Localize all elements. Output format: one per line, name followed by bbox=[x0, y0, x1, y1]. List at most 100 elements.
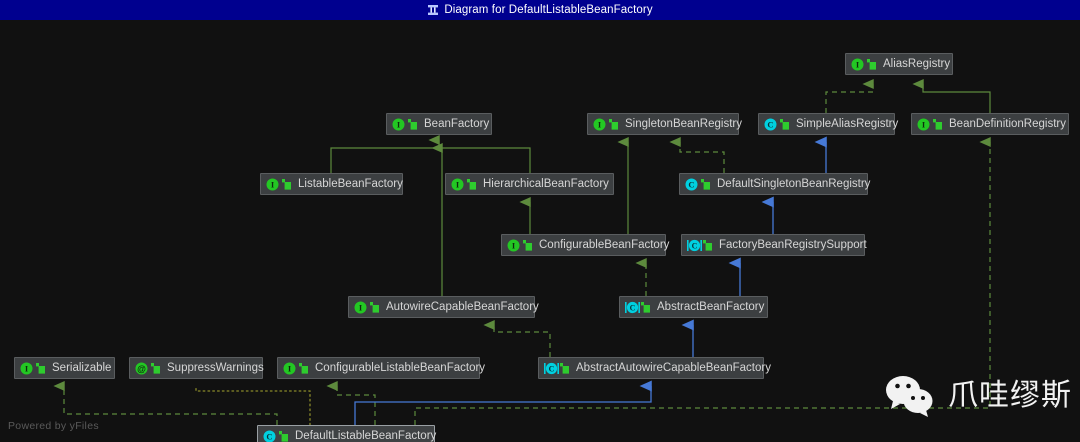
interface-icon: I bbox=[851, 58, 864, 71]
svg-text:I: I bbox=[271, 179, 275, 189]
edge-dlbf-to-beandefregistry bbox=[414, 136, 991, 425]
class-icon: C bbox=[764, 118, 777, 131]
svg-text:C: C bbox=[549, 364, 555, 373]
class-node-label: ConfigurableListableBeanFactory bbox=[315, 362, 486, 374]
node-icons: I bbox=[266, 178, 292, 191]
node-icons: I bbox=[20, 362, 46, 375]
public-visibility-icon bbox=[641, 301, 651, 313]
node-icons: @ bbox=[135, 362, 161, 375]
class-node-label: BeanDefinitionRegistry bbox=[949, 118, 1066, 130]
public-visibility-icon bbox=[867, 58, 877, 70]
node-icons: I bbox=[392, 118, 418, 131]
svg-text:C: C bbox=[630, 303, 636, 312]
node-icons: I bbox=[354, 301, 380, 314]
svg-text:C: C bbox=[266, 431, 272, 441]
node-icons: C bbox=[764, 118, 790, 131]
public-visibility-icon bbox=[560, 362, 570, 374]
class-node-beanDefinitionRegistry[interactable]: I BeanDefinitionRegistry bbox=[911, 113, 1069, 135]
class-node-listableBeanFactory[interactable]: I ListableBeanFactory bbox=[260, 173, 403, 195]
class-node-label: Serializable bbox=[52, 362, 112, 374]
svg-text:@: @ bbox=[137, 363, 146, 373]
class-node-serializable[interactable]: I Serializable bbox=[14, 357, 115, 379]
window-titlebar: Diagram for DefaultListableBeanFactory bbox=[0, 0, 1080, 20]
public-visibility-icon bbox=[408, 118, 418, 130]
node-icons: I bbox=[593, 118, 619, 131]
public-visibility-icon bbox=[701, 178, 711, 190]
window-title: Diagram for DefaultListableBeanFactory bbox=[444, 4, 653, 16]
node-icons: I bbox=[451, 178, 477, 191]
svg-text:C: C bbox=[688, 179, 694, 189]
class-node-label: BeanFactory bbox=[424, 118, 490, 130]
svg-text:I: I bbox=[25, 363, 29, 373]
interface-icon: I bbox=[266, 178, 279, 191]
class-node-label: ConfigurableBeanFactory bbox=[539, 239, 670, 251]
node-icons: C bbox=[625, 301, 651, 314]
svg-text:C: C bbox=[692, 241, 698, 250]
node-icons: I bbox=[851, 58, 877, 71]
class-node-label: AbstractBeanFactory bbox=[657, 301, 765, 313]
diagram-icon bbox=[427, 4, 439, 16]
node-icons: I bbox=[283, 362, 309, 375]
abstract-class-icon: C bbox=[625, 301, 640, 314]
class-node-autowireCapableBeanFactory[interactable]: I AutowireCapableBeanFactory bbox=[348, 296, 539, 318]
public-visibility-icon bbox=[279, 430, 289, 442]
public-visibility-icon bbox=[36, 362, 46, 374]
node-icons: C bbox=[685, 178, 711, 191]
edge-beandefregistry-to-aliasregistry bbox=[912, 78, 991, 113]
class-node-defaultSingletonBeanRegistry[interactable]: C DefaultSingletonBeanRegistry bbox=[679, 173, 871, 195]
edge-listable-to-beanfactory bbox=[330, 134, 440, 173]
svg-text:I: I bbox=[397, 119, 401, 129]
class-node-simpleAliasRegistry[interactable]: C SimpleAliasRegistry bbox=[758, 113, 899, 135]
class-node-label: ListableBeanFactory bbox=[298, 178, 403, 190]
class-node-configurableListableBeanFactory[interactable]: I ConfigurableListableBeanFactory bbox=[277, 357, 485, 379]
public-visibility-icon bbox=[282, 178, 292, 190]
node-icons: C bbox=[544, 362, 570, 375]
edge-dlbf-to-configurablelistable bbox=[326, 380, 376, 425]
edge-group-extends-interface bbox=[330, 78, 991, 296]
abstract-class-icon: C bbox=[687, 239, 702, 252]
interface-icon: I bbox=[392, 118, 405, 131]
class-node-label: DefaultListableBeanFactory bbox=[295, 430, 437, 442]
abstract-class-icon: C bbox=[544, 362, 559, 375]
edge-group-implements bbox=[53, 78, 991, 425]
powered-by-label: Powered by yFiles bbox=[8, 420, 99, 432]
edge-group-extends-class bbox=[354, 136, 827, 425]
public-visibility-icon bbox=[370, 301, 380, 313]
class-node-abstractBeanFactory[interactable]: C AbstractBeanFactory bbox=[619, 296, 768, 318]
svg-text:I: I bbox=[598, 119, 602, 129]
edge-hierarchical-to-beanfactory bbox=[439, 147, 531, 173]
class-node-defaultListableBeanFactory[interactable]: C DefaultListableBeanFactory bbox=[257, 425, 437, 442]
class-node-beanFactory[interactable]: I BeanFactory bbox=[386, 113, 492, 135]
class-node-factoryBeanRegistrySupport[interactable]: C FactoryBeanRegistrySupport bbox=[681, 234, 867, 256]
public-visibility-icon bbox=[299, 362, 309, 374]
class-node-label: DefaultSingletonBeanRegistry bbox=[717, 178, 871, 190]
edge-dlbf-to-suppresswarnings bbox=[195, 385, 311, 426]
svg-text:I: I bbox=[359, 302, 363, 312]
class-node-suppressWarnings[interactable]: @SuppressWarnings bbox=[129, 357, 264, 379]
public-visibility-icon bbox=[151, 362, 161, 374]
edges-layer bbox=[53, 78, 991, 426]
edge-simplealias-to-aliasregistry bbox=[825, 78, 874, 113]
class-node-label: FactoryBeanRegistrySupport bbox=[719, 239, 867, 251]
node-icons: C bbox=[263, 430, 289, 442]
node-icons: I bbox=[507, 239, 533, 252]
class-node-label: AutowireCapableBeanFactory bbox=[386, 301, 539, 313]
class-icon: C bbox=[685, 178, 698, 191]
svg-text:C: C bbox=[767, 119, 773, 129]
interface-icon: I bbox=[451, 178, 464, 191]
class-node-label: SimpleAliasRegistry bbox=[796, 118, 899, 130]
interface-icon: I bbox=[20, 362, 33, 375]
edge-dlbf-to-serializable bbox=[53, 380, 278, 425]
interface-icon: I bbox=[917, 118, 930, 131]
annotation-icon: @ bbox=[135, 362, 148, 375]
class-node-configurableBeanFactory[interactable]: I ConfigurableBeanFactory bbox=[501, 234, 670, 256]
interface-icon: I bbox=[283, 362, 296, 375]
edge-abstractautowire-to-autowire bbox=[483, 319, 551, 357]
svg-text:I: I bbox=[512, 240, 516, 250]
